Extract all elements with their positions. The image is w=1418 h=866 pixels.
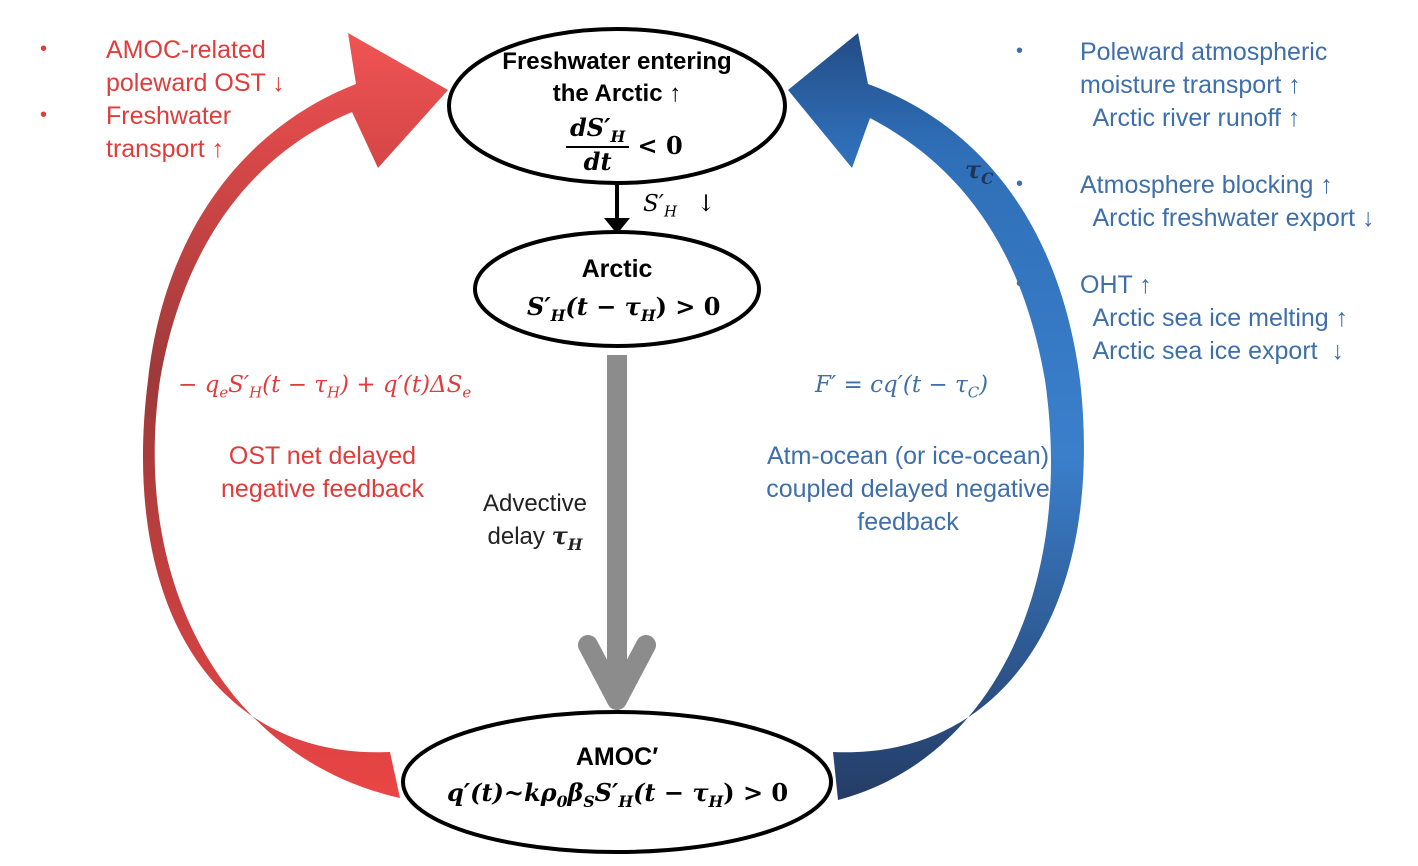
amoc-expr-d-sub: H: [708, 791, 724, 811]
fraction-denominator: dt: [583, 147, 612, 177]
advective-line2: delay: [487, 523, 545, 550]
bullet-dot-icon: •: [1016, 273, 1024, 295]
freshwater-relation: < 0: [637, 130, 683, 160]
freshwater-fraction: dS′H dt: [566, 113, 630, 177]
arctic-expr-sub: H: [550, 305, 566, 325]
amoc-node-title: AMOC′: [575, 743, 659, 771]
left-bullet-2-line2: transport ↑: [106, 135, 225, 163]
right-group-2-line1: Arctic freshwater export ↓: [1080, 204, 1375, 232]
left-bullet-list: • AMOC-related poleward OST ↓ • Freshwat…: [40, 34, 285, 166]
tau-c-symbol: τ: [965, 155, 982, 184]
blue-feedback-arrow: [788, 33, 1084, 800]
ost-formula-c-sub: H: [327, 383, 341, 402]
left-bullet-item: • Freshwater transport ↑: [40, 100, 285, 166]
freshwater-title-line1: Freshwater entering: [502, 48, 732, 75]
salinity-down-arrow-icon: ↓: [696, 191, 716, 217]
right-group-1-main: Poleward atmospheric: [1080, 38, 1328, 66]
ost-feedback-line1: OST net delayed: [228, 442, 417, 470]
arctic-expr-rest: (t − τ: [565, 292, 641, 321]
arctic-expr-end: ) > 0: [655, 292, 721, 321]
ost-formula: − qeS′H(t − τH) + q′(t)ΔSe: [178, 372, 471, 402]
advective-delay-label: Advective delay τH: [470, 488, 600, 561]
amoc-expr-c-sub: H: [618, 791, 634, 811]
amoc-node-expression: q′(t)~kρ0βSS′H(t − τH) > 0: [447, 778, 788, 811]
ost-formula-b: S′: [228, 372, 250, 398]
tau-c-sub: C: [981, 168, 994, 188]
ost-feedback-label: OST net delayed negative feedback: [180, 440, 465, 506]
left-bullet-item: • AMOC-related poleward OST ↓: [40, 34, 285, 100]
salinity-anomaly-label: S′H ↓: [643, 191, 716, 221]
ost-formula-c: (t − τ: [262, 372, 328, 398]
right-group-2-main: Atmosphere blocking ↑: [1080, 171, 1333, 199]
salinity-label-symbol: S′: [643, 191, 664, 217]
ost-formula-a: − q: [178, 372, 220, 398]
amoc-expr-a: q′(t)~kρ: [447, 778, 557, 807]
coupled-feedback-line1: Atm-ocean (or ice-ocean): [766, 442, 1050, 470]
ost-formula-d: ) + q′(t)ΔS: [340, 372, 463, 398]
right-group-3-main: OHT ↑: [1080, 271, 1152, 299]
amoc-expr-e: ) > 0: [723, 778, 789, 807]
coupled-formula: F′ = cq′(t − τC): [815, 372, 988, 402]
tau-c-label: τC: [965, 155, 994, 188]
arctic-node-title: Arctic: [581, 255, 653, 283]
coupled-formula-a-sub: C: [967, 383, 980, 402]
advective-tau-sub: H: [567, 534, 583, 554]
bullet-dot-icon: •: [1016, 40, 1024, 62]
fraction-numerator: dS′: [570, 113, 611, 142]
advective-arrow-head: [578, 635, 656, 710]
right-group-1-line2: Arctic river runoff ↑: [1080, 104, 1301, 132]
arctic-expr-sub2: H: [640, 305, 656, 325]
right-bullet-list: • Poleward atmospheric moisture transpor…: [1016, 36, 1375, 368]
left-bullet-1-line1: AMOC-related: [106, 36, 266, 64]
advective-tau: τH: [551, 521, 583, 554]
top-to-arctic-arrow-head: [604, 218, 630, 234]
bullet-dot-icon: •: [1016, 173, 1024, 195]
advective-arrow-shaft: [607, 355, 627, 685]
ost-feedback-line2: negative feedback: [221, 475, 424, 503]
right-bullet-item: • OHT ↑ Arctic sea ice melting ↑ Arctic …: [1016, 269, 1375, 368]
freshwater-node: [447, 27, 787, 185]
right-group-3-line1: Arctic sea ice melting ↑: [1080, 304, 1349, 332]
amoc-node: [401, 710, 833, 854]
ost-formula-b-sub: H: [249, 383, 263, 402]
amoc-expr-d: (t − τ: [633, 778, 709, 807]
left-bullet-2-line1: Freshwater: [106, 102, 232, 130]
right-group-1-line1: moisture transport ↑: [1080, 71, 1301, 99]
amoc-expr-b-sub: S: [583, 791, 595, 811]
coupled-feedback-line2: coupled delayed negative: [766, 475, 1050, 503]
freshwater-node-title: Freshwater entering the Arctic ↑: [467, 46, 767, 110]
right-bullet-item: • Atmosphere blocking ↑ Arctic freshwate…: [1016, 169, 1375, 269]
ost-formula-a-sub: e: [219, 383, 229, 402]
fraction-numerator-sub: H: [610, 126, 626, 146]
coupled-formula-a: F′ = cq′(t − τ: [815, 372, 968, 398]
advective-line1: Advective: [482, 490, 588, 517]
salinity-label-sub: H: [663, 202, 678, 221]
arctic-expr-symbol: S′: [527, 292, 551, 321]
right-group-3-line2: Arctic sea ice export ↓: [1080, 337, 1345, 365]
left-bullet-1-line2: poleward OST ↓: [106, 69, 285, 97]
bullet-dot-icon: •: [40, 38, 48, 60]
red-feedback-arrow: [142, 33, 448, 798]
coupled-feedback-line3: feedback: [857, 508, 959, 536]
arctic-node-expression: S′H(t − τH) > 0: [527, 292, 720, 325]
coupled-formula-b: ): [979, 372, 989, 398]
amoc-expr-a-sub: 0: [556, 791, 568, 811]
amoc-expr-b: β: [567, 778, 584, 807]
amoc-expr-c: S′: [594, 778, 619, 807]
ost-formula-d-sub: e: [462, 383, 472, 402]
coupled-feedback-label: Atm-ocean (or ice-ocean) coupled delayed…: [738, 440, 1078, 539]
arctic-node: [473, 230, 761, 348]
advective-tau-symbol: τ: [551, 521, 568, 550]
freshwater-rate-expression: dS′H dt < 0: [566, 115, 683, 176]
freshwater-title-line2: the Arctic ↑: [552, 80, 682, 107]
right-bullet-item: • Poleward atmospheric moisture transpor…: [1016, 36, 1375, 169]
bullet-dot-icon: •: [40, 104, 48, 126]
